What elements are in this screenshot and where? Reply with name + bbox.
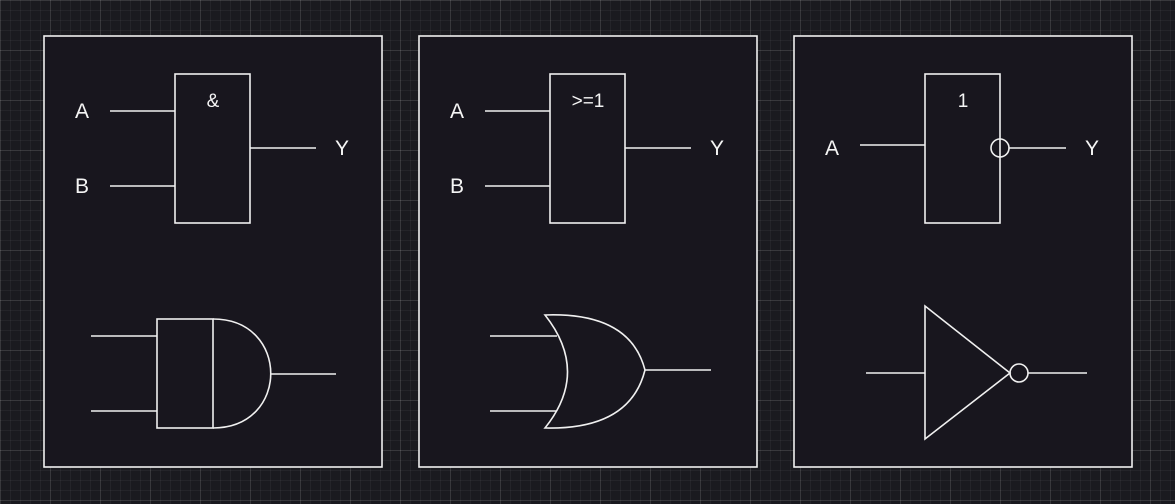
not-panel-frame: [793, 35, 1133, 468]
and-input-a-label: A: [75, 100, 89, 123]
and-gate-iec-symbol: & A B Y: [75, 73, 349, 224]
or-ansi-body: [543, 314, 646, 429]
and-gate-panel: & A B Y: [43, 35, 383, 468]
not-output-label: Y: [1085, 137, 1099, 160]
not-ansi-triangle: [924, 304, 1012, 441]
or-gate-iec-symbol: >=1 A B Y: [450, 73, 724, 224]
not-input-a-label: A: [825, 137, 839, 160]
and-gate-symbol-label: &: [207, 91, 220, 112]
not-gate-ansi-symbol: [866, 304, 1087, 441]
or-gate-symbol-label: >=1: [572, 91, 605, 112]
and-input-b-label: B: [75, 175, 89, 198]
or-gate-ansi-symbol: [490, 314, 711, 429]
and-output-label: Y: [335, 137, 349, 160]
or-gate-panel: >=1 A B Y: [418, 35, 758, 468]
and-ansi-body-rect: [156, 318, 214, 429]
not-gate-box: [924, 73, 1001, 224]
not-gate-symbol-label: 1: [958, 91, 969, 112]
or-output-label: Y: [710, 137, 724, 160]
or-input-a-label: A: [450, 100, 464, 123]
not-gate-iec-symbol: 1 A Y: [825, 73, 1099, 224]
and-gate-ansi-symbol: [91, 318, 336, 429]
or-input-b-label: B: [450, 175, 464, 198]
or-panel-frame: [418, 35, 758, 468]
not-gate-panel: 1 A Y: [793, 35, 1133, 468]
